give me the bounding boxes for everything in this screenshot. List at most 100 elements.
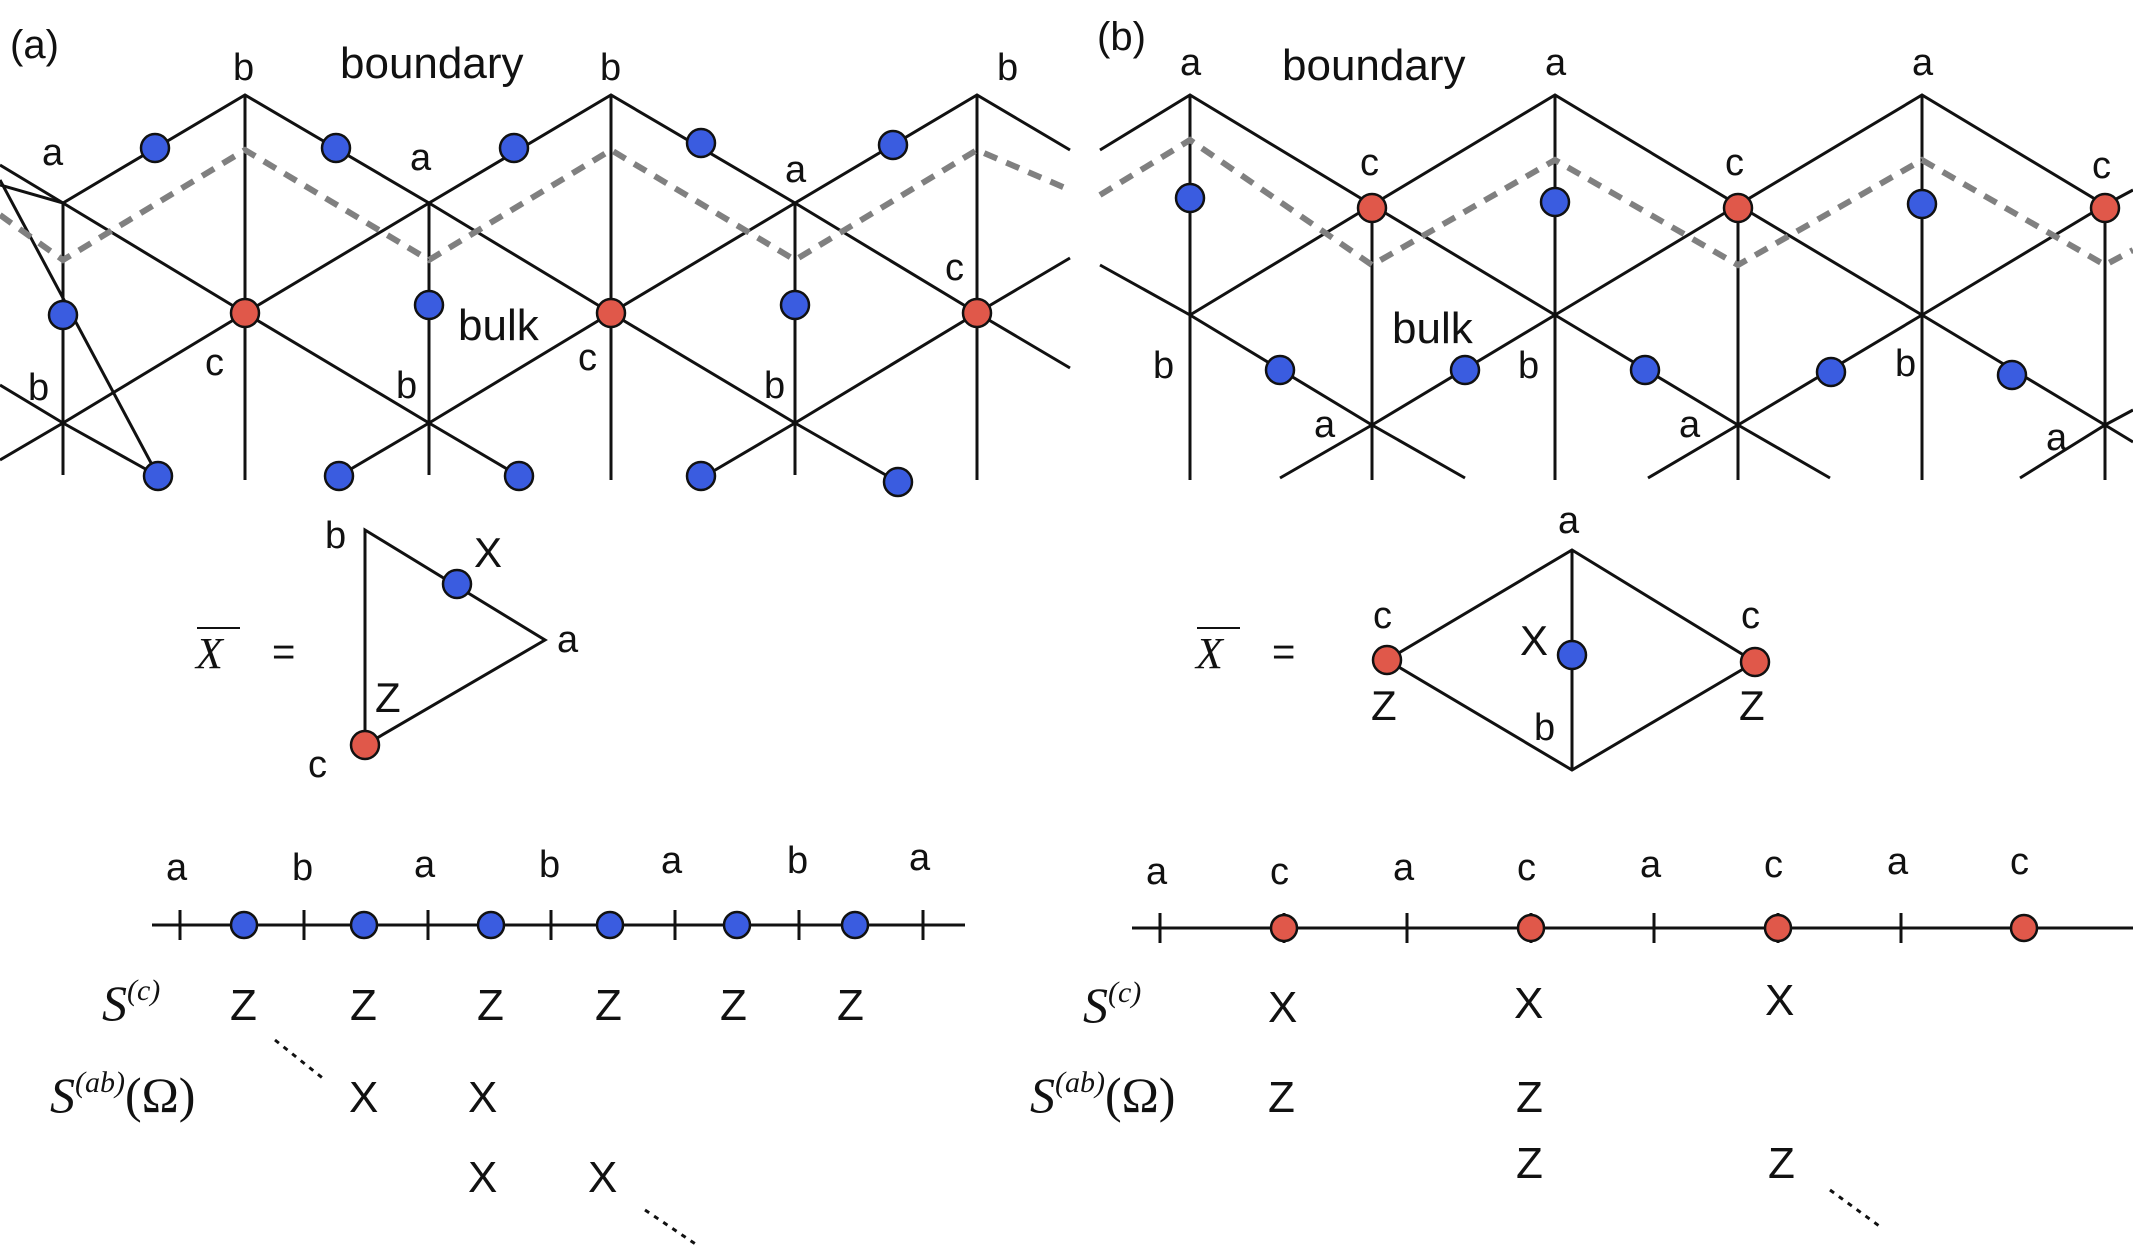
- panel-b-xbar-vertex-a: a: [1558, 500, 1580, 542]
- panel-b-bulk-label: bulk: [1392, 304, 1474, 353]
- panel-b-chain-site: c: [2010, 841, 2029, 883]
- panel-b-chain-qubit: [2009, 913, 2039, 943]
- panel-a-chain-site: a: [909, 837, 931, 879]
- panel-b-xbar-op-x: X: [1520, 617, 1548, 664]
- panel-b-sab-op: Z: [1516, 1139, 1543, 1188]
- panel-a-blue-qubit: [685, 127, 717, 159]
- panel-a-chain: a b a b a b a S(c) Z Z Z Z: [50, 837, 965, 1247]
- panel-a-chain-qubit: [595, 910, 625, 940]
- panel-b: (b) boundary bulk: [1030, 15, 2133, 1230]
- panel-a-vertex-label-c: c: [205, 342, 224, 384]
- panel-a-vertex-label-a: a: [42, 132, 64, 174]
- panel-a-chain-site: a: [166, 847, 188, 889]
- panel-b-vertex-label-c: c: [1360, 142, 1379, 184]
- panel-b-xbar-symbol: X: [1194, 629, 1225, 678]
- panel-b-vertex-label-c: c: [1725, 142, 1744, 184]
- panel-a-vertex-label-b: b: [396, 365, 417, 407]
- panel-b-sc-op: X: [1514, 979, 1543, 1028]
- panel-a-xbar-definition: X = b X a Z c: [194, 515, 579, 786]
- panel-b-sab-label: S(ab)(Ω): [1030, 1066, 1175, 1123]
- panel-b-chain-qubit: [1269, 913, 1299, 943]
- panel-a-blue-qubit: [139, 132, 171, 164]
- panel-b-xbar-op-z-right: Z: [1739, 682, 1765, 729]
- panel-b-xbar-vertex-c-right: c: [1741, 595, 1760, 637]
- panel-a-blue-qubit: [323, 460, 355, 492]
- panel-b-chain-site: a: [1887, 841, 1909, 883]
- panel-b-boundary-dashed-line: [1098, 136, 2133, 269]
- panel-a-qubits: [47, 127, 993, 498]
- panel-b-vertex-label-a: a: [2046, 417, 2068, 459]
- panel-a-xbar-op-z: Z: [375, 674, 401, 721]
- panel-b-blue-qubit: [1539, 186, 1571, 218]
- panel-a-ellipsis-upper: [274, 1038, 326, 1082]
- panel-a-blue-qubit: [498, 132, 530, 164]
- panel-b-blue-qubit: [1996, 359, 2028, 391]
- panel-b-xbar-equals: =: [1272, 630, 1295, 674]
- panel-a-chain-qubit: [476, 910, 506, 940]
- panel-b-red-qubit: [1722, 192, 1754, 224]
- panel-b-sc-op: X: [1268, 983, 1297, 1032]
- panel-b-red-qubit: [2089, 192, 2121, 224]
- panel-b-chain: a c a c a c a c S(c) X X X S(ab)(Ω): [1030, 841, 2133, 1230]
- panel-a-xbar-vertex-c: c: [308, 744, 327, 786]
- panel-a-blue-qubit: [779, 289, 811, 321]
- panel-a-sc-op: Z: [477, 981, 504, 1030]
- panel-b-xbar-blue-qubit: [1556, 639, 1588, 671]
- panel-b-chain-site: c: [1270, 851, 1289, 893]
- panel-b-red-qubit: [1356, 192, 1388, 224]
- panel-a-blue-qubit: [320, 132, 352, 164]
- panel-b-sab-op: Z: [1768, 1139, 1795, 1188]
- panel-b-ellipsis: [1829, 1188, 1883, 1230]
- panel-a-vertex-label-c: c: [945, 247, 964, 289]
- panel-b-blue-qubit: [1629, 354, 1661, 386]
- panel-b-chain-site: a: [1393, 847, 1415, 889]
- panel-a-vertex-labels: b b b a a a c c c b b b: [28, 47, 1018, 409]
- panel-b-chain-site: a: [1146, 851, 1168, 893]
- panel-b-qubits: [1174, 182, 2121, 391]
- panel-a-vertex-label-c: c: [578, 337, 597, 379]
- panel-a-xbar-vertex-a: a: [557, 619, 579, 661]
- panel-a-red-qubit: [229, 297, 261, 329]
- panel-a-vertex-label-b: b: [600, 47, 621, 89]
- panel-a-blue-qubit: [413, 289, 445, 321]
- panel-b-xbar-red-qubit-right: [1739, 646, 1771, 678]
- panel-a-sab-op: X: [349, 1073, 378, 1122]
- panel-b-vertex-label-b: b: [1518, 345, 1539, 387]
- panel-a-red-qubit: [595, 297, 627, 329]
- panel-a-blue-qubit: [47, 299, 79, 331]
- panel-b-blue-qubit: [1449, 354, 1481, 386]
- panel-b-vertex-label-a: a: [1180, 42, 1202, 84]
- panel-b-xbar-vertex-c-left: c: [1373, 595, 1392, 637]
- panel-a-sab-op: X: [468, 1153, 497, 1202]
- panel-a-chain-qubit: [840, 910, 870, 940]
- panel-b-blue-qubit: [1906, 188, 1938, 220]
- panel-a-sc-op: Z: [595, 981, 622, 1030]
- panel-b-vertex-label-b: b: [1895, 343, 1916, 385]
- panel-a-xbar-symbol: X: [194, 629, 225, 678]
- panel-a-chain-site: b: [292, 847, 313, 889]
- panel-a-blue-qubit: [882, 466, 914, 498]
- panel-b-label: (b): [1097, 15, 1146, 59]
- panel-b-sab-op: Z: [1516, 1073, 1543, 1122]
- panel-a-xbar-vertex-b: b: [325, 515, 346, 557]
- panel-b-vertex-label-a: a: [1314, 404, 1336, 446]
- panel-a-chain-qubit: [722, 910, 752, 940]
- panel-b-vertex-label-c: c: [2092, 145, 2111, 187]
- panel-a-xbar-equals: =: [272, 630, 295, 674]
- panel-a-sc-op: Z: [230, 981, 257, 1030]
- panel-a-sab-label: S(ab)(Ω): [50, 1066, 195, 1123]
- panel-b-chain-site: a: [1640, 844, 1662, 886]
- panel-b-vertex-label-a: a: [1912, 42, 1934, 84]
- panel-b-chain-site: c: [1764, 844, 1783, 886]
- panel-a-chain-site: b: [787, 840, 808, 882]
- panel-a-boundary-label: boundary: [340, 39, 523, 88]
- panel-a-ellipsis-lower: [644, 1208, 698, 1247]
- panel-b-boundary-label: boundary: [1282, 41, 1465, 90]
- panel-b-lattice: [1099, 93, 2133, 480]
- panel-b-blue-qubit: [1174, 182, 1206, 214]
- panel-a-vertex-label-b: b: [28, 367, 49, 409]
- panel-a-sc-op: Z: [837, 981, 864, 1030]
- panel-b-vertex-labels: a a a c c c b b b a a a: [1153, 42, 2111, 459]
- panel-a-sc-op: Z: [720, 981, 747, 1030]
